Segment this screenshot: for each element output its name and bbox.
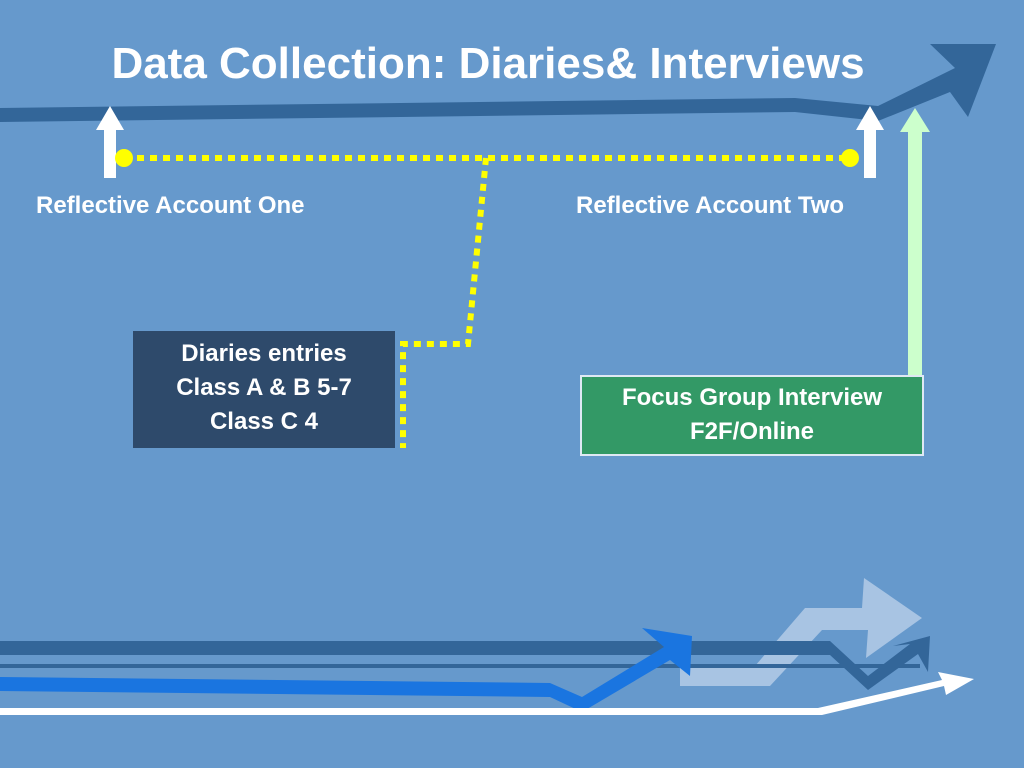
bottom-thin-line	[0, 664, 920, 668]
focus-group-interview-box: Focus Group Interview F2F/Online	[581, 376, 923, 455]
focus-box-bg	[580, 375, 924, 456]
diaries-line-3: Class C 4	[209, 408, 319, 435]
up-arrow-reflective-two	[856, 106, 884, 178]
connector-lines	[115, 149, 859, 448]
focus-line-1: Focus Group Interview	[621, 384, 883, 411]
pale-large-arrow	[680, 578, 922, 686]
diaries-line-2: Class A & B 5-7	[176, 374, 352, 401]
focus-group-arrow	[900, 108, 930, 376]
reflective-account-two-label: Reflective Account Two	[576, 192, 845, 219]
bottom-dark-band	[0, 636, 930, 690]
bright-blue-arrow	[0, 628, 692, 712]
up-arrow-reflective-one	[96, 106, 124, 178]
focus-line-2: F2F/Online	[689, 418, 814, 445]
white-bottom-arrow	[0, 672, 974, 715]
reflective-account-one-label: Reflective Account One	[36, 192, 305, 219]
slide-title: Data Collection: Diaries& Interviews	[111, 39, 865, 88]
connector-dot-left	[115, 149, 133, 167]
diaries-entries-box: Diaries entries Class A & B 5-7 Class C …	[133, 331, 395, 448]
diaries-box-bg	[133, 331, 395, 448]
connector-dot-right	[841, 149, 859, 167]
top-trend-arrow	[0, 44, 996, 122]
diaries-line-1: Diaries entries	[181, 340, 347, 367]
diaries-connector	[400, 157, 489, 448]
